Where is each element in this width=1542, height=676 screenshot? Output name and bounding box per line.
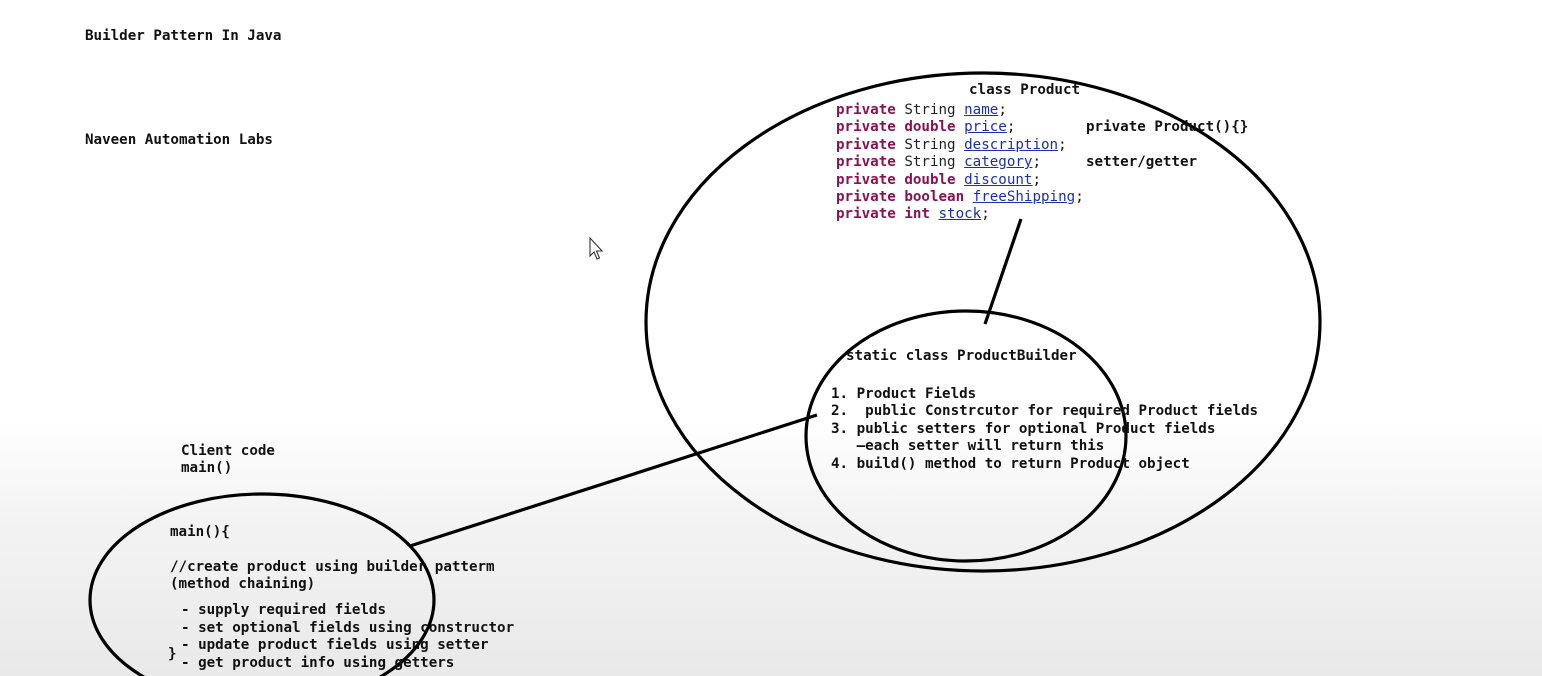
product-builder-connector — [983, 218, 1023, 325]
product-field: private double discount; — [836, 171, 1042, 188]
field-type: String — [904, 102, 956, 118]
field-name: price — [964, 119, 1007, 136]
builder-item: 2. public Constrcutor for required Produ… — [831, 403, 1259, 419]
field-type: double — [904, 119, 956, 136]
client-main-label: main() — [181, 460, 233, 476]
field-name: discount — [964, 171, 1033, 188]
builder-item: 4. build() method to return Product obje… — [831, 456, 1190, 472]
client-code-label: Client code — [181, 443, 275, 459]
builder-item: —each setter will return this — [831, 438, 1105, 454]
field-modifier: private — [836, 102, 896, 118]
builder-class-title: static class ProductBuilder — [846, 348, 1077, 364]
main-open: main(){ — [170, 524, 230, 540]
field-name: category — [964, 154, 1033, 171]
builder-item: 3. public setters for optional Product f… — [831, 421, 1216, 437]
field-type: String — [904, 154, 956, 171]
product-class-ellipse — [644, 71, 1322, 573]
client-step: - supply required fields — [181, 602, 386, 618]
client-comment: (method chaining) — [170, 576, 316, 592]
field-modifier: private — [836, 189, 896, 205]
client-step: - set optional fields using constructor — [181, 620, 515, 636]
client-step: - get product info using getters — [181, 655, 455, 671]
field-name: description — [964, 136, 1059, 153]
field-type: String — [904, 136, 956, 153]
page-title: Builder Pattern In Java — [85, 28, 282, 44]
field-modifier: private — [836, 171, 896, 188]
product-field: private String name; — [836, 102, 1007, 118]
field-modifier: private — [836, 136, 896, 153]
product-field: private int stock; — [836, 206, 990, 223]
mouse-cursor-icon — [589, 236, 604, 260]
builder-class-ellipse — [804, 309, 1128, 563]
field-type: double — [904, 171, 956, 188]
setter-getter-note: setter/getter — [1086, 154, 1198, 170]
client-step: - update product fields using setter — [181, 637, 489, 653]
client-comment: //create product using builder patterm — [170, 559, 495, 575]
field-name: freeShipping — [972, 189, 1076, 205]
field-modifier: private — [836, 154, 896, 171]
author-label: Naveen Automation Labs — [85, 132, 273, 148]
field-name: name — [964, 102, 999, 118]
client-main-ellipse — [88, 492, 436, 676]
builder-item: 1. Product Fields — [831, 386, 977, 402]
product-class-title: class Product — [969, 82, 1081, 98]
field-modifier: private — [836, 206, 896, 223]
field-name: stock — [938, 206, 982, 223]
client-builder-connector — [409, 413, 818, 548]
field-type: int — [904, 206, 930, 223]
product-field: private boolean freeShipping; — [836, 189, 1084, 205]
product-field: private double price; — [836, 119, 1016, 136]
private-constructor-note: private Product(){} — [1086, 119, 1249, 135]
product-field: private String category; — [836, 154, 1042, 171]
field-modifier: private — [836, 119, 896, 136]
field-type: boolean — [904, 189, 965, 205]
product-field: private String description; — [836, 136, 1067, 153]
main-close: } — [168, 646, 177, 662]
